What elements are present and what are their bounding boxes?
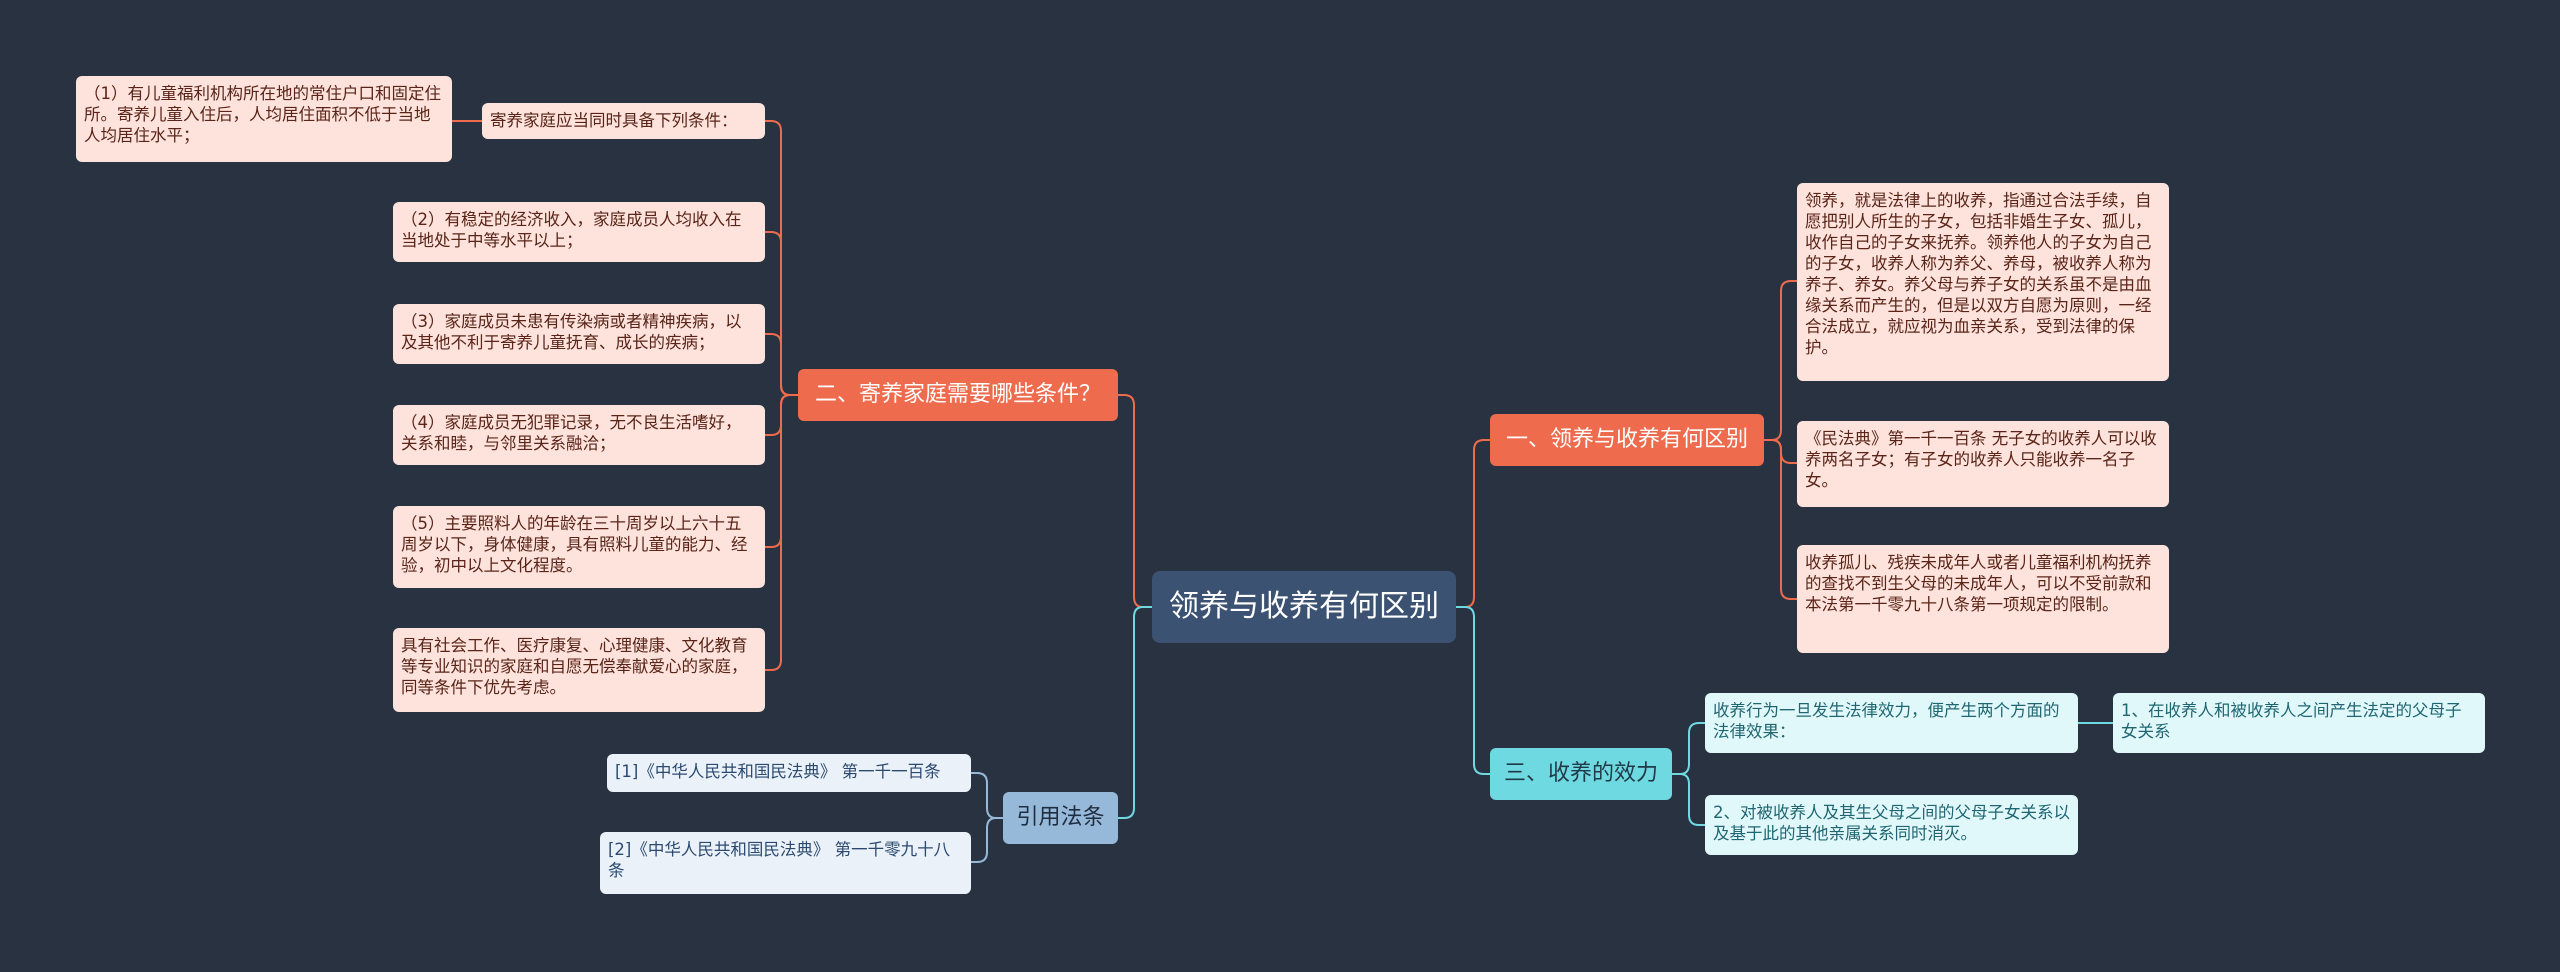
foster-condition-priority: 具有社会工作、医疗康复、心理健康、文化教育等专业知识的家庭和自愿无偿奉献爱心的家… bbox=[393, 628, 765, 712]
effect-item-2: 2、对被收养人及其生父母之间的父母子女关系以及基于此的其他亲属关系同时消灭。 bbox=[1705, 795, 2078, 855]
link-root-effect bbox=[1456, 606, 1490, 775]
foster-condition-5: （5）主要照料人的年龄在三十周岁以上六十五周岁以下，身体健康，具有照料儿童的能力… bbox=[393, 506, 765, 588]
link-diff-3 bbox=[1764, 439, 1797, 600]
link-diff-1 bbox=[1764, 280, 1797, 441]
foster-condition-2: （2）有稳定的经济收入，家庭成员人均收入在当地处于中等水平以上； bbox=[393, 202, 765, 262]
difference-item-definition: 领养，就是法律上的收养，指通过合法手续，自愿把别人所生的子女，包括非婚生子女、孤… bbox=[1797, 183, 2169, 381]
link-root-diff bbox=[1456, 439, 1490, 608]
effect-intro-child: 1、在收养人和被收养人之间产生法定的父母子女关系 bbox=[2113, 693, 2485, 753]
link-effect-2 bbox=[1672, 773, 1705, 826]
link-foster-6 bbox=[765, 394, 798, 671]
branch-difference[interactable]: 一、领养与收养有何区别 bbox=[1490, 414, 1764, 466]
foster-condition-4: （4）家庭成员无犯罪记录，无不良生活嗜好，关系和睦，与邻里关系融洽； bbox=[393, 405, 765, 465]
foster-conditions-label: 寄养家庭应当同时具备下列条件： bbox=[482, 103, 765, 139]
link-effect-1 bbox=[1672, 722, 1705, 775]
branch-effect[interactable]: 三、收养的效力 bbox=[1490, 748, 1672, 800]
link-foster-3 bbox=[765, 333, 798, 396]
difference-item-orphans: 收养孤儿、残疾未成年人或者儿童福利机构抚养的查找不到生父母的未成年人，可以不受前… bbox=[1797, 545, 2169, 653]
foster-condition-1: （1）有儿童福利机构所在地的常住户口和固定住所。寄养儿童入住后，人均居住面积不低… bbox=[76, 76, 452, 162]
reference-item-1[interactable]: [1]《中华人民共和国民法典》 第一千一百条 bbox=[607, 754, 971, 792]
difference-item-civil-code: 《民法典》第一千一百条 无子女的收养人可以收养两名子女；有子女的收养人只能收养一… bbox=[1797, 421, 2169, 507]
foster-condition-3: （3）家庭成员未患有传染病或者精神疾病，以及其他不利于寄养儿童抚育、成长的疾病； bbox=[393, 304, 765, 364]
effect-intro: 收养行为一旦发生法律效力，便产生两个方面的法律效果： bbox=[1705, 693, 2078, 753]
link-root-foster bbox=[1118, 394, 1152, 608]
link-refs-2 bbox=[971, 817, 1003, 863]
reference-item-2[interactable]: [2]《中华人民共和国民法典》 第一千零九十八条 bbox=[600, 832, 971, 894]
branch-foster-family[interactable]: 二、寄养家庭需要哪些条件？ bbox=[798, 369, 1118, 421]
branch-references[interactable]: 引用法条 bbox=[1003, 792, 1118, 844]
root-node[interactable]: 领养与收养有何区别 bbox=[1152, 571, 1456, 643]
link-root-refs bbox=[1118, 606, 1152, 819]
link-refs-1 bbox=[971, 772, 1003, 819]
